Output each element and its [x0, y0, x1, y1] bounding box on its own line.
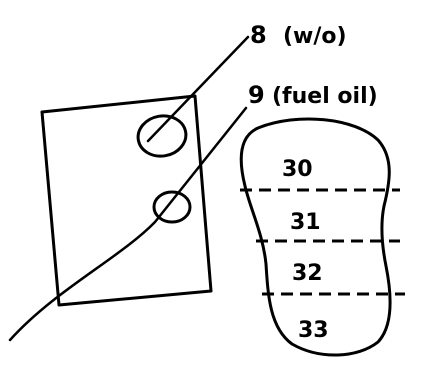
tank-outline [239, 117, 392, 357]
leader-line-8 [146, 35, 250, 143]
leader-line-9 [8, 106, 248, 342]
callout-9-number: 9 [248, 81, 265, 109]
opening-8-circle [136, 114, 188, 158]
section-label-30: 30 [282, 157, 313, 182]
callout-8-number: 8 [250, 21, 267, 49]
callout-8-text: (w/o) [283, 24, 347, 49]
opening-9-circle [152, 190, 192, 224]
section-label-31: 31 [290, 210, 321, 235]
callout-9-text: (fuel oil) [272, 84, 378, 109]
section-label-33: 33 [298, 318, 329, 343]
section-label-32: 32 [292, 261, 323, 286]
plate-outline [40, 94, 213, 307]
